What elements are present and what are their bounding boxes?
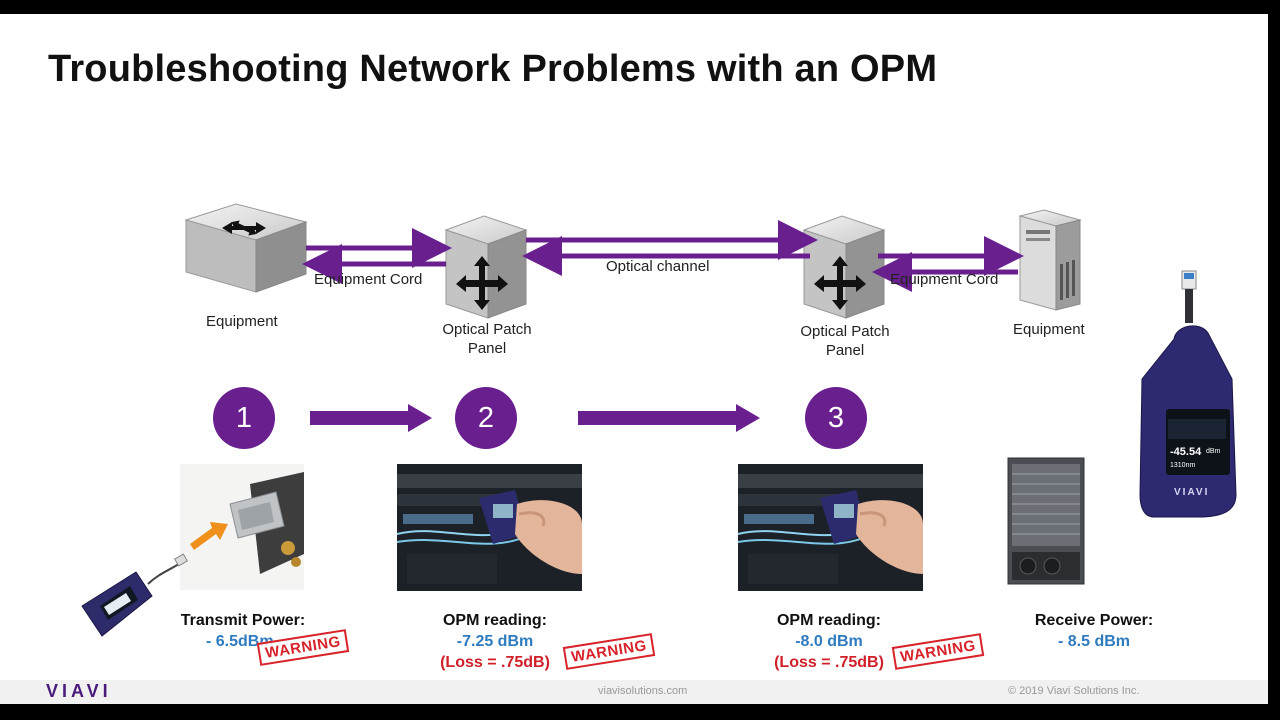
- transmit-reading: Transmit Power: - 6.5dBm: [168, 610, 318, 652]
- device-brand-logo: VIAVI: [1174, 487, 1210, 498]
- opm-measurement-photo-2: [738, 464, 923, 591]
- opm2-value: -8.0 dBm: [795, 633, 863, 650]
- right-equipment-label: Equipment: [1013, 321, 1085, 338]
- right-cord-label: Equipment Cord: [890, 271, 999, 288]
- left-equipment-label: Equipment: [206, 313, 278, 330]
- right-patch-panel-label-line2: Panel: [825, 342, 865, 359]
- opm-measurement-photo-1: [397, 464, 582, 591]
- step-2-circle: 2: [455, 387, 517, 449]
- bottom-black-bar: [0, 704, 1280, 720]
- left-equipment-switch-icon: [184, 203, 308, 293]
- receive-value: - 8.5 dBm: [1057, 633, 1130, 650]
- right-patch-panel-label-line1: Optical Patch: [800, 323, 890, 340]
- opm-reading-2: OPM reading: -8.0 dBm (Loss = .75dB): [754, 610, 904, 673]
- step-arrow-2-3: [578, 404, 760, 432]
- opm2-loss: (Loss = .75dB): [774, 654, 884, 671]
- transmit-label: Transmit Power:: [180, 612, 306, 629]
- device-display-wavelength: 1310nm: [1170, 462, 1196, 469]
- opm1-loss: (Loss = .75dB): [440, 654, 550, 671]
- left-patch-panel-label: Optical Patch Panel: [436, 320, 538, 358]
- network-diagram: [184, 203, 1082, 432]
- opm1-label: OPM reading:: [442, 612, 547, 629]
- opm2-label: OPM reading:: [776, 612, 881, 629]
- right-patch-panel-icon: [802, 215, 886, 319]
- step-1-circle: 1: [213, 387, 275, 449]
- device-display-value: -45.54: [1170, 446, 1202, 458]
- footer-url: viavisolutions.com: [598, 685, 688, 697]
- opm1-value: -7.25 dBm: [456, 633, 534, 650]
- small-opm-device-icon: [78, 544, 189, 644]
- right-patch-panel-label: Optical Patch Panel: [794, 322, 896, 360]
- footer-logo: VIAVI: [46, 681, 112, 701]
- receive-label: Receive Power:: [1034, 612, 1154, 629]
- chassis-switch-photo: [1006, 454, 1086, 588]
- large-opm-device-icon: -45.54 dBm 1310nm VIAVI: [1138, 269, 1238, 519]
- left-patch-panel-icon: [444, 215, 528, 319]
- step-arrow-1-2: [310, 404, 432, 432]
- transmit-value: - 6.5dBm: [206, 633, 274, 650]
- left-patch-panel-label-line2: Panel: [467, 340, 507, 357]
- opm-reading-1: OPM reading: -7.25 dBm (Loss = .75dB): [420, 610, 570, 673]
- optical-channel-label: Optical channel: [606, 258, 710, 275]
- device-display-unit: dBm: [1206, 448, 1221, 455]
- slide: Troubleshooting Network Problems with an…: [0, 14, 1268, 704]
- step-3-circle: 3: [805, 387, 867, 449]
- receive-reading: Receive Power: - 8.5 dBm: [1018, 610, 1170, 652]
- right-equipment-server-icon: [1018, 209, 1082, 311]
- footer-bar: [0, 680, 1268, 704]
- footer-copyright: © 2019 Viavi Solutions Inc.: [1008, 685, 1140, 697]
- transceiver-photo: [180, 464, 304, 590]
- slide-title: Troubleshooting Network Problems with an…: [48, 48, 938, 90]
- left-cord-label: Equipment Cord: [314, 271, 423, 288]
- left-patch-panel-label-line1: Optical Patch: [442, 321, 532, 338]
